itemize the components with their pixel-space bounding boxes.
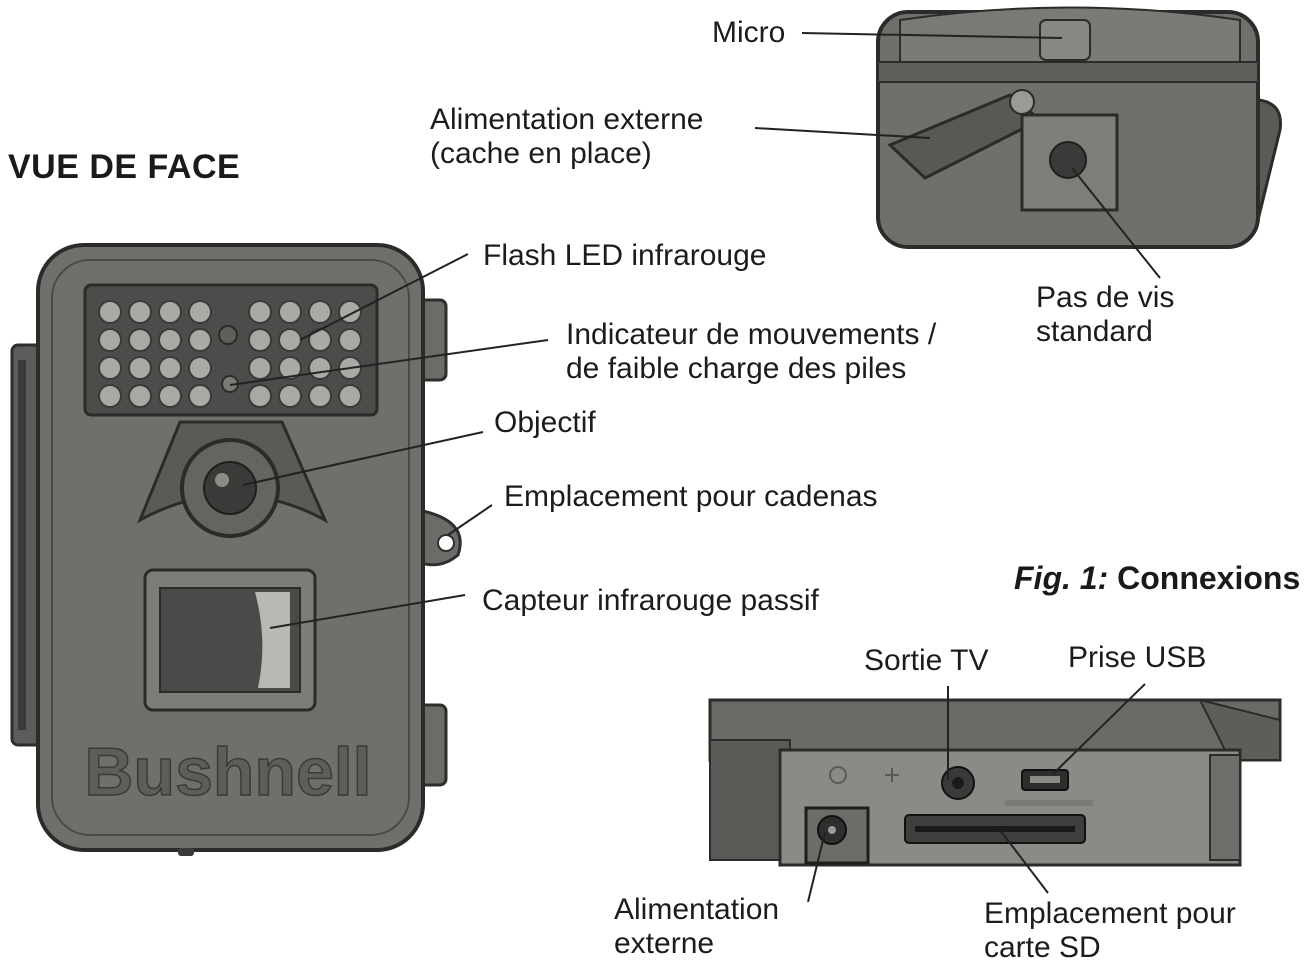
infrared-led [248,300,272,324]
label-line: (cache en place) [430,137,652,170]
top-camera-illustration [876,6,1282,249]
light-sensor [218,325,238,345]
infrared-led [158,356,182,380]
tripod-socket [1049,141,1087,179]
label-tv-out: Sortie TV [864,644,989,677]
infrared-led [188,384,212,408]
label-line: Alimentation [614,893,780,926]
label-tripod-thread: Pas de vis standard [1036,281,1174,349]
label-lens: Objectif [494,406,596,439]
infrared-led [248,384,272,408]
infrared-led [188,328,212,352]
infrared-led [128,384,152,408]
infrared-led [98,356,122,380]
label-padlock-slot: Emplacement pour cadenas [504,480,878,513]
figure-number: Fig. 1: [1014,560,1109,596]
label-sd-card-slot: Emplacement pour carte SD [984,897,1236,965]
label-line: Alimentation externe [430,103,704,136]
label-motion-battery-indicator: Indicateur de mouvements / de faible cha… [566,318,936,386]
label-external-power: Alimentation externe [614,893,779,961]
infrared-led [338,384,362,408]
infrared-led [308,328,332,352]
infrared-led [338,300,362,324]
label-line: carte SD [984,931,1101,964]
infrared-led [278,356,302,380]
figure-title: Connexions [1117,560,1301,596]
tripod-plate [1020,113,1119,212]
leader-lines [229,32,1161,903]
label-line: standard [1036,315,1153,348]
infrared-led [278,328,302,352]
label-external-power-cover: Alimentation externe (cache en place) [430,103,704,171]
figure-caption: Fig. 1: Connexions [1014,560,1300,597]
label-line: externe [614,927,715,960]
label-line: Emplacement pour [984,897,1236,930]
infrared-led [248,356,272,380]
led-panel [83,283,379,417]
infrared-led [128,356,152,380]
label-line: Pas de vis [1036,281,1175,314]
infrared-led [158,328,182,352]
label-usb-port: Prise USB [1068,641,1207,674]
infrared-led [128,300,152,324]
infrared-led [158,384,182,408]
infrared-led [308,300,332,324]
infrared-led [188,356,212,380]
label-micro: Micro [712,16,786,49]
infrared-led [308,384,332,408]
label-infrared-flash: Flash LED infrarouge [483,239,767,272]
front-view-heading: VUE DE FACE [8,148,241,186]
infrared-led-array [98,300,362,408]
label-line: de faible charge des piles [566,352,907,385]
infrared-led [128,328,152,352]
infrared-led [248,328,272,352]
video-symbol-icon [885,768,899,782]
infrared-led [98,328,122,352]
infrared-led [188,300,212,324]
infrared-led [308,356,332,380]
infrared-led [278,300,302,324]
label-line: Indicateur de mouvements / [566,318,937,351]
infrared-led [98,384,122,408]
infrared-led [98,300,122,324]
microphone [1039,19,1091,61]
connections-illustration [708,698,1282,867]
brand-logo: Bushnell [84,734,371,810]
power-symbol-icon [829,766,847,784]
infrared-led [338,328,362,352]
label-pir-sensor: Capteur infrarouge passif [482,584,819,617]
front-camera-illustration: Bushnell [10,243,462,856]
infrared-led [158,300,182,324]
infrared-led [278,384,302,408]
